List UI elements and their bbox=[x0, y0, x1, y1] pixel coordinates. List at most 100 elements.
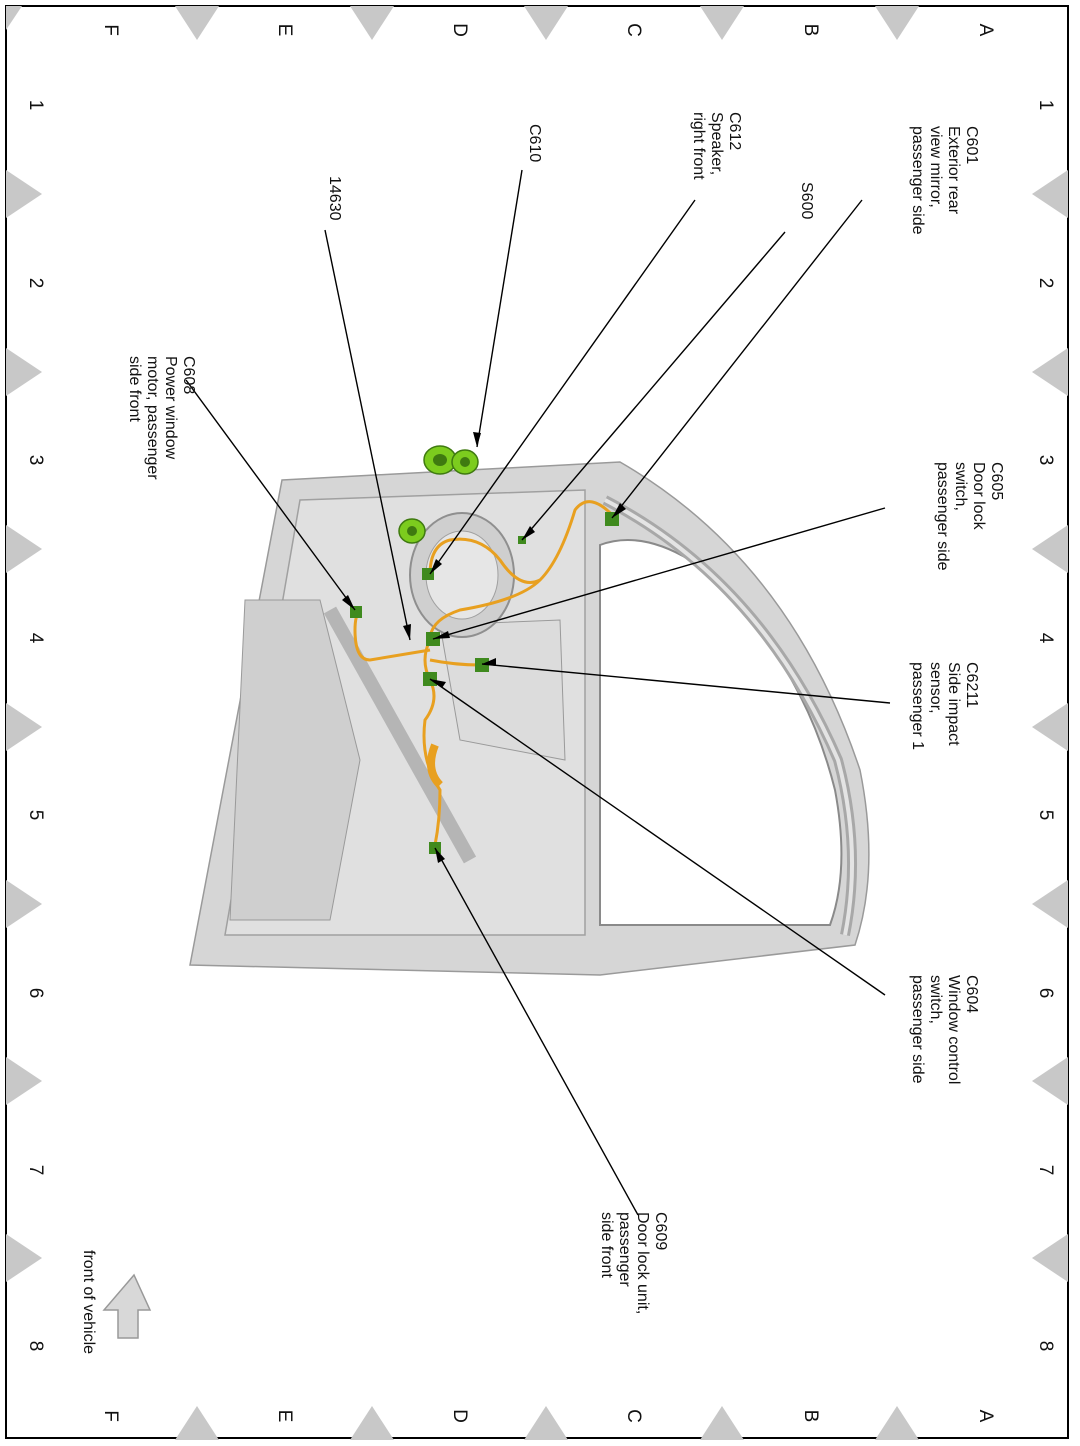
callout-c605-line-3: passenger side bbox=[934, 462, 951, 571]
callout-c609-line-1: Door lock unit, bbox=[634, 1212, 651, 1314]
callout-c608-line-3: side front bbox=[126, 356, 143, 422]
grid-row-label-top-a: A bbox=[975, 24, 996, 37]
callout-c605-line-1: Door lock bbox=[970, 462, 987, 531]
left-edge-marker-2 bbox=[6, 525, 42, 573]
bottom-edge-marker-0 bbox=[875, 1406, 919, 1440]
left-edge-marker-5 bbox=[6, 1057, 42, 1105]
left-edge-marker-1 bbox=[6, 348, 42, 396]
connector-c6211 bbox=[475, 658, 489, 672]
callout-c601-line-0: C601 bbox=[963, 126, 980, 164]
callout-c609-line-2: passenger bbox=[616, 1212, 633, 1287]
callout-c612: C612 Speaker, right front bbox=[690, 112, 743, 180]
grid-row-label-top-e: E bbox=[274, 24, 295, 37]
arrowhead-c605 bbox=[433, 631, 450, 639]
grid-col-label-left-7: 7 bbox=[25, 1165, 46, 1176]
leader-c612 bbox=[429, 199, 696, 575]
callout-c604-line-3: passenger side bbox=[909, 975, 926, 1084]
top-edge-marker-3 bbox=[350, 6, 394, 40]
grid-col-label-right-4: 4 bbox=[1035, 633, 1056, 644]
callout-c610: C610 bbox=[526, 124, 543, 162]
grid-row-label-bottom-d: D bbox=[449, 1409, 470, 1423]
arrowhead-14630 bbox=[403, 624, 411, 640]
front-arrow-icon bbox=[102, 1273, 152, 1339]
callout-c609-line-0: C609 bbox=[652, 1212, 669, 1250]
arrowhead-c612 bbox=[430, 559, 442, 574]
callout-c601-line-1: Exterior rear bbox=[945, 126, 962, 215]
callout-c612-line-1: Speaker, bbox=[708, 112, 725, 175]
arrowhead-c601 bbox=[612, 503, 626, 518]
callout-c608-line-2: motor, passenger bbox=[144, 356, 161, 480]
callout-c6211-line-1: Side impact bbox=[945, 662, 962, 746]
grid-col-label-left-3: 3 bbox=[25, 455, 46, 466]
bottom-edge-marker-2 bbox=[524, 1406, 568, 1440]
window-frame-rail-inner bbox=[604, 498, 855, 936]
callout-c6211-line-0: C6211 bbox=[963, 662, 980, 708]
connector-c608 bbox=[350, 606, 362, 618]
grid-col-label-right-6: 6 bbox=[1035, 988, 1056, 999]
right-edge-marker-2 bbox=[1032, 525, 1068, 573]
left-edge-marker-0 bbox=[6, 170, 42, 218]
grid-col-label-right-3: 3 bbox=[1035, 455, 1056, 466]
leader-14630 bbox=[324, 229, 411, 641]
grid-col-label-left-4: 4 bbox=[25, 633, 46, 644]
leader-c601 bbox=[611, 199, 863, 519]
callout-c605-line-0: C605 bbox=[988, 462, 1005, 500]
arrowhead-s600 bbox=[522, 526, 535, 540]
bottom-edge-marker-1 bbox=[700, 1406, 744, 1440]
callout-c612-line-2: right front bbox=[690, 112, 707, 180]
grid-row-label-top-f: F bbox=[100, 24, 121, 36]
callout-c6211-line-3: passenger 1 bbox=[909, 662, 926, 750]
leader-c604 bbox=[429, 678, 886, 996]
grid-row-label-bottom-a: A bbox=[975, 1410, 996, 1423]
right-edge-marker-6 bbox=[1032, 1234, 1068, 1282]
connector-c610 bbox=[398, 445, 479, 544]
callout-c601-line-3: passenger side bbox=[909, 126, 926, 235]
leader-arrowheads bbox=[342, 432, 626, 863]
grid-row-label-top-b: B bbox=[800, 24, 821, 37]
callout-c6211-line-2: sensor, bbox=[927, 662, 944, 714]
grid-row-label-bottom-e: E bbox=[274, 1410, 295, 1423]
left-edge-marker-6 bbox=[6, 1234, 42, 1282]
grid-edge-markers bbox=[6, 6, 1068, 1440]
callout-c610-line-0: C610 bbox=[526, 124, 543, 162]
leader-lines bbox=[185, 169, 891, 1216]
leader-c609 bbox=[434, 847, 639, 1216]
top-edge-marker-2 bbox=[524, 6, 568, 40]
grid-col-label-left-8: 8 bbox=[25, 1341, 46, 1352]
callout-c605: C605 Door lock switch, passenger side bbox=[934, 462, 1005, 571]
right-edge-marker-4 bbox=[1032, 880, 1068, 928]
armrest-recess bbox=[439, 619, 566, 761]
grid-col-label-left-1: 1 bbox=[25, 100, 46, 111]
callout-c605-line-2: switch, bbox=[952, 462, 969, 511]
right-edge-marker-1 bbox=[1032, 348, 1068, 396]
grid-col-label-left-5: 5 bbox=[25, 810, 46, 821]
arrowhead-c604 bbox=[430, 679, 446, 688]
left-edge-marker-3 bbox=[6, 703, 42, 751]
grid-row-label-top-d: D bbox=[449, 23, 470, 37]
callout-c609-line-3: side front bbox=[598, 1212, 615, 1278]
grid-col-label-left-2: 2 bbox=[25, 278, 46, 289]
lower-panel-recess bbox=[229, 599, 361, 921]
front-of-vehicle-indicator: front of vehicle bbox=[80, 1250, 152, 1354]
grid-col-label-left-6: 6 bbox=[25, 988, 46, 999]
leader-c6211 bbox=[481, 663, 891, 704]
leader-c608 bbox=[185, 379, 356, 611]
grid-row-label-top-c: C bbox=[623, 23, 644, 37]
arrowhead-c6211 bbox=[482, 658, 496, 666]
right-edge-marker-5 bbox=[1032, 1057, 1068, 1105]
right-edge-marker-3 bbox=[1032, 703, 1068, 751]
window-opening bbox=[599, 539, 843, 926]
callout-c608-line-1: Power window bbox=[162, 356, 179, 460]
callout-c612-line-0: C612 bbox=[726, 112, 743, 150]
callout-c601: C601 Exterior rear view mirror, passenge… bbox=[909, 126, 980, 235]
callout-c604-line-1: Window control bbox=[945, 975, 962, 1084]
arrowhead-c609 bbox=[435, 848, 445, 863]
top-edge-marker-0 bbox=[875, 6, 919, 40]
leader-c610 bbox=[476, 169, 523, 448]
wiring-harness-conduit bbox=[427, 743, 444, 788]
leader-s600 bbox=[521, 231, 786, 541]
callout-c608-line-0: C608 bbox=[180, 356, 197, 394]
grid-row-label-bottom-f: F bbox=[100, 1410, 121, 1422]
grid-row-label-bottom-c: C bbox=[623, 1409, 644, 1423]
